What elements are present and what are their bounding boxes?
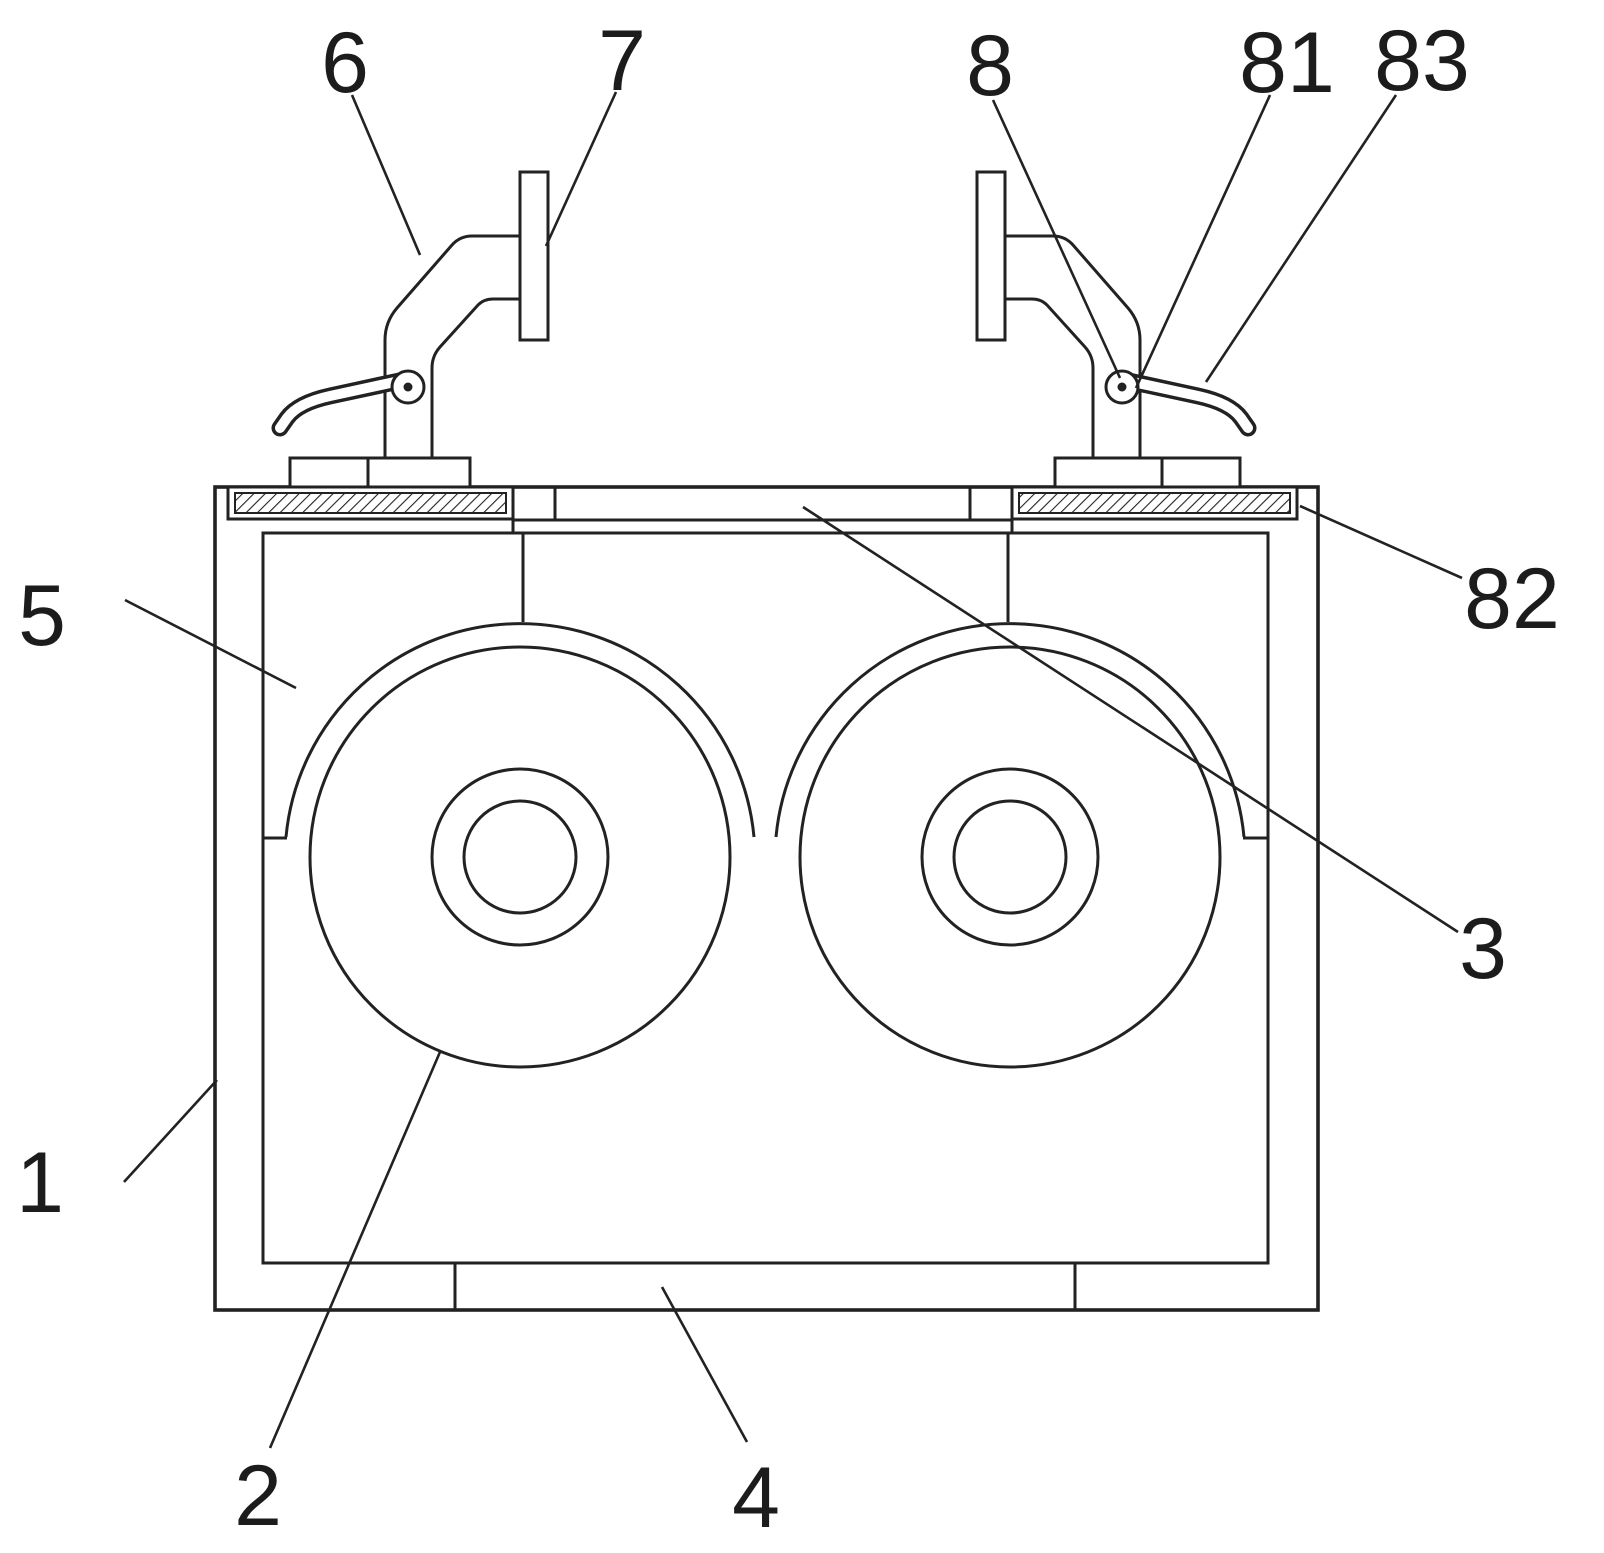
roller-right-shroud-arc xyxy=(774,622,1246,838)
pipe-right-inner-contour xyxy=(1005,297,1095,458)
ref-label-82: 82 xyxy=(1464,551,1560,647)
roller-left-hub-circle xyxy=(430,767,610,947)
roller-right xyxy=(774,533,1268,1069)
ref-label-2: 2 xyxy=(234,1448,282,1544)
roller-right-outer-circle xyxy=(798,645,1222,1069)
leader-line-5 xyxy=(124,598,297,690)
leader-lines xyxy=(123,91,1463,1449)
roller-left-outer-circle xyxy=(308,645,732,1069)
leader-line-4 xyxy=(660,1286,749,1443)
ref-label-4: 4 xyxy=(732,1450,780,1546)
ref-label-81: 81 xyxy=(1239,15,1335,111)
roller-right-hub-circle xyxy=(920,767,1100,947)
ref-label-5: 5 xyxy=(18,568,66,664)
seal-strip-right-hatch xyxy=(1018,492,1291,514)
leader-line-83 xyxy=(1204,94,1398,383)
seal-strips xyxy=(226,485,1299,521)
leader-line-7 xyxy=(544,91,618,247)
leader-line-81 xyxy=(1134,94,1272,389)
ref-label-6: 6 xyxy=(321,15,369,111)
pipe-base-right xyxy=(1053,456,1242,489)
ref-label-83: 83 xyxy=(1374,13,1470,109)
valve-handle-right-fill xyxy=(1119,375,1253,433)
roller-left xyxy=(263,533,756,1069)
ref-label-1: 1 xyxy=(16,1135,64,1231)
tank-body xyxy=(213,485,1320,1312)
pipe-left-inner-contour xyxy=(430,297,520,458)
pipe-assembly-left xyxy=(271,170,550,489)
valve-pivot-left-bolt xyxy=(403,382,413,392)
seal-strip-left-hatch xyxy=(234,492,507,514)
tank-inner-wall xyxy=(261,531,1270,1265)
pipe-assembly-right xyxy=(975,170,1257,489)
ref-label-7: 7 xyxy=(598,13,646,109)
pipe-base-left xyxy=(288,456,472,489)
ref-label-3: 3 xyxy=(1459,901,1507,997)
roller-right-shaft-circle xyxy=(952,799,1068,915)
leader-line-1 xyxy=(123,1079,218,1183)
leader-line-3 xyxy=(802,505,1459,934)
pipe-left-outer-contour xyxy=(383,234,520,458)
reference-labels: 6 7 8 81 83 82 5 3 1 2 4 xyxy=(16,13,1560,1546)
flange-plate-right xyxy=(975,170,1007,342)
leader-line-2 xyxy=(268,1051,442,1449)
roller-left-shaft-circle xyxy=(462,799,578,915)
valve-handle-left-fill xyxy=(275,375,409,433)
ref-label-8: 8 xyxy=(966,18,1014,114)
leader-line-6 xyxy=(350,94,422,256)
leader-line-82 xyxy=(1299,504,1463,580)
pipe-right-outer-contour xyxy=(1005,234,1142,458)
leader-line-8 xyxy=(991,99,1122,379)
flange-plate-left xyxy=(518,170,550,342)
roller-left-shroud-arc xyxy=(284,622,756,838)
valve-pivot-right-bolt xyxy=(1117,382,1127,392)
tank-outer-wall xyxy=(213,485,1320,1312)
